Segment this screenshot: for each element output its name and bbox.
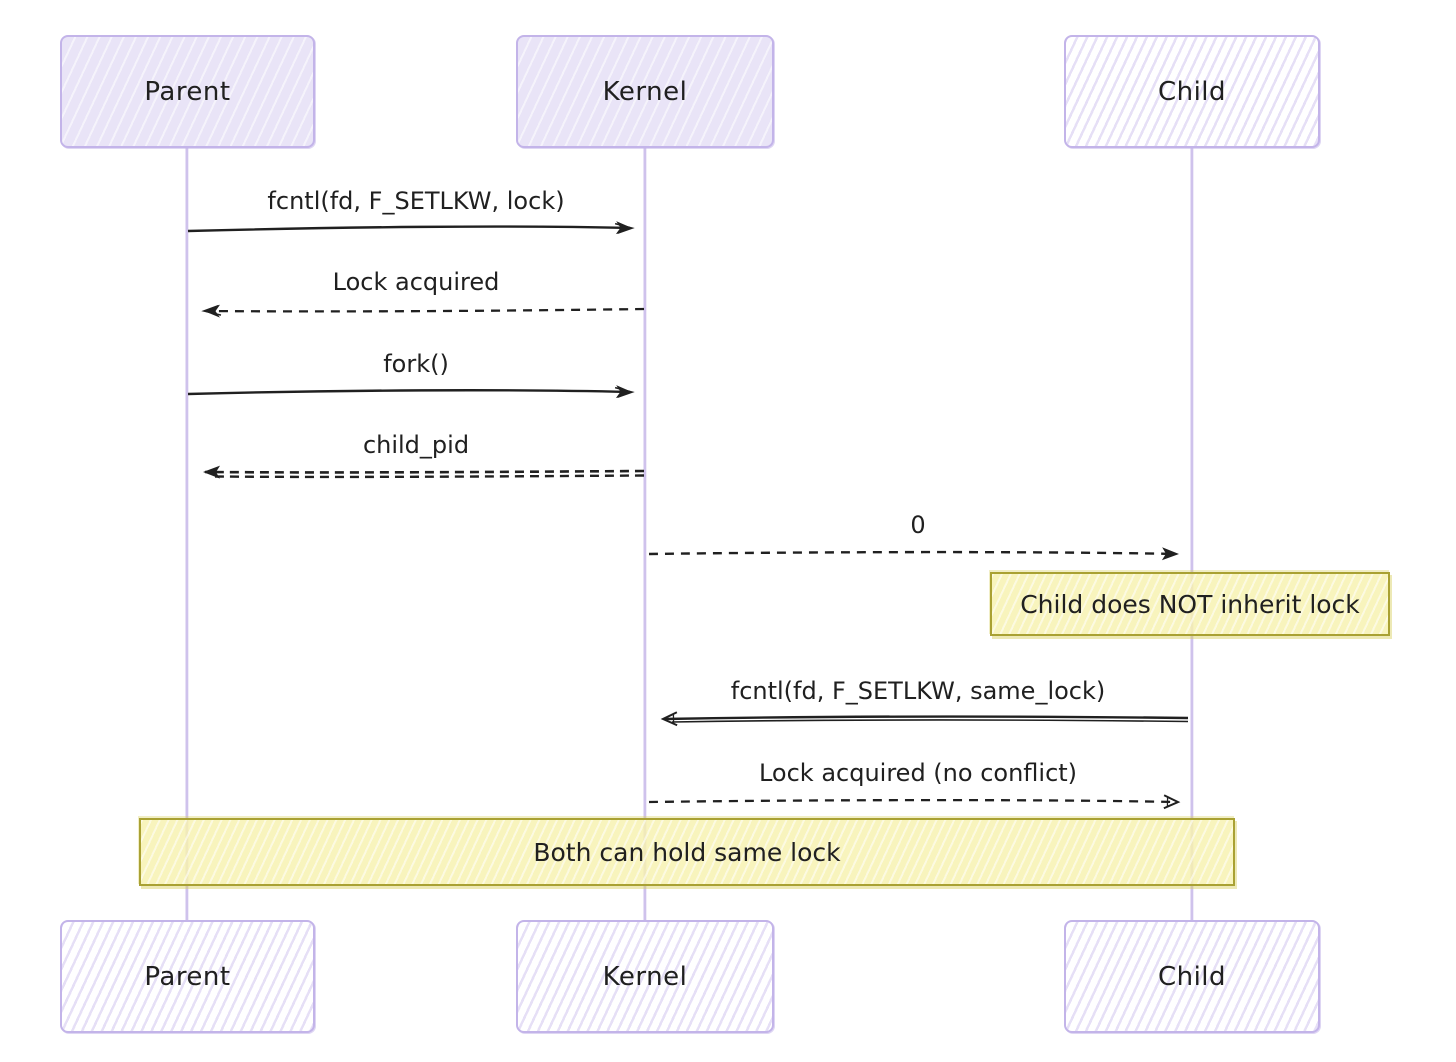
message-label-fork: fork() xyxy=(383,350,449,378)
actor-top-kernel: Kernel xyxy=(516,35,774,148)
message-label-fcntl-setlkw-lock: fcntl(fd, F_SETLKW, lock) xyxy=(267,187,565,215)
note-child-does-not-inherit-lock: Child does NOT inherit lock xyxy=(990,572,1390,636)
message-label-lock-acquired: Lock acquired xyxy=(332,268,500,296)
actor-bottom-child: Child xyxy=(1064,920,1320,1033)
arrow-lock-acquired-no-conflict xyxy=(648,794,1181,810)
actor-bottom-kernel: Kernel xyxy=(516,920,774,1033)
arrow-fork xyxy=(187,385,635,399)
message-label-lock-acquired-no-conflict: Lock acquired (no conflict) xyxy=(758,759,1078,787)
lifeline-parent xyxy=(185,148,189,921)
actor-bottom-parent: Parent xyxy=(60,920,315,1033)
message-label-child-pid: child_pid xyxy=(362,431,470,459)
arrow-lock-acquired xyxy=(201,304,645,318)
message-label-fcntl-same-lock: fcntl(fd, F_SETLKW, same_lock) xyxy=(730,677,1106,705)
actor-top-parent: Parent xyxy=(60,35,315,148)
actor-top-child: Child xyxy=(1064,35,1320,148)
lifeline-child xyxy=(1190,148,1194,921)
arrow-fcntl-setlkw-lock xyxy=(187,221,635,235)
lifeline-kernel xyxy=(643,148,647,921)
arrow-child-pid xyxy=(203,465,645,479)
message-label-zero: 0 xyxy=(910,511,926,539)
arrow-zero xyxy=(648,547,1179,561)
arrow-fcntl-same-lock xyxy=(660,711,1189,727)
note-both-can-hold-same-lock: Both can hold same lock xyxy=(139,818,1235,886)
